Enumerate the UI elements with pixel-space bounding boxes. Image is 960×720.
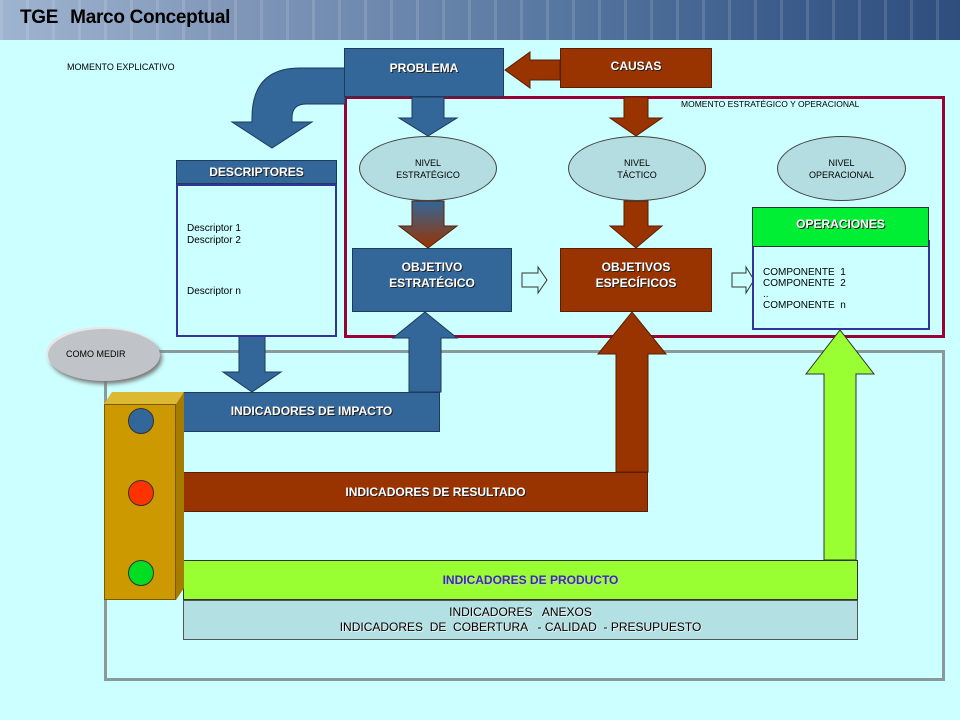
arrow-impacto-to-objetivo (391, 311, 459, 393)
oval-line: TÁCTICO (617, 169, 657, 180)
box-line: OBJETIVO (401, 260, 463, 274)
title-text: Marco Conceptual (70, 7, 231, 28)
componentes-panel: COMPONENTE 1 COMPONENTE 2 .. COMPONENTE … (752, 240, 930, 330)
objetivos-especificos-box: OBJETIVOS ESPECÍFICOS (560, 248, 712, 312)
oval-line: NIVEL (414, 157, 441, 168)
green-light-icon (128, 560, 154, 586)
indicadores-resultado-bar: INDICADORES DE RESULTADO (183, 472, 648, 512)
box-line: ESTRATÉGICO (389, 276, 475, 290)
objetivo-estrategico-box: OBJETIVO ESTRATÉGICO (352, 248, 512, 312)
como-medir-cloud (48, 329, 160, 381)
oval-line: NIVEL (828, 157, 855, 168)
momento-estrategico-label: MOMENTO ESTRATÉGICO Y OPERACIONAL (681, 99, 860, 109)
anexos-line: INDICADORES DE COBERTURA - CALIDAD - PRE… (339, 620, 702, 634)
descriptor-item: Descriptor 2 (187, 235, 241, 246)
descriptor-item: Descriptor n (187, 286, 241, 297)
problema-box: PROBLEMA (344, 48, 504, 97)
blue-light-icon (128, 408, 154, 434)
oval-line: ESTRATÉGICO (396, 169, 460, 180)
momento-explicativo-label: MOMENTO EXPLICATIVO (67, 62, 175, 72)
indicadores-producto-bar: INDICADORES DE PRODUCTO (183, 560, 858, 600)
indicadores-anexos-bar: INDICADORES ANEXOS INDICADORES DE COBERT… (183, 600, 858, 640)
oval-line: NIVEL (623, 157, 650, 168)
title-bar-decoration (0, 0, 960, 40)
slide-title: TGE Marco Conceptual (20, 7, 230, 29)
operaciones-header: OPERACIONES (752, 207, 929, 247)
box-line: ESPECÍFICOS (595, 276, 677, 290)
tge-label: TGE (20, 7, 59, 28)
descriptores-header: DESCRIPTORES (176, 160, 337, 184)
componente-item: COMPONENTE 2 (763, 278, 846, 289)
como-medir-label: COMO MEDIR (66, 349, 126, 359)
traffic-light-top (104, 392, 184, 404)
descriptores-panel: Descriptor 1 Descriptor 2 Descriptor n (176, 184, 337, 337)
arrow-descriptores-to-impacto (221, 335, 283, 393)
indicadores-impacto-bar: INDICADORES DE IMPACTO (183, 392, 440, 432)
arrow-producto-to-operaciones (804, 329, 876, 561)
nivel-estrategico-oval: NIVEL ESTRATÉGICO (359, 136, 497, 201)
componente-item: .. (763, 289, 769, 300)
nivel-tactico-oval: NIVEL TÁCTICO (568, 136, 706, 201)
componente-item: COMPONENTE n (763, 300, 846, 311)
arrow-causas-to-problema (504, 51, 561, 89)
title-bar: TGE Marco Conceptual (0, 0, 960, 40)
componente-item: COMPONENTE 1 (763, 267, 846, 278)
arrow-objetivo-to-objetivos (521, 265, 548, 295)
oval-line: OPERACIONAL (808, 169, 875, 180)
arrow-causas-to-nivel (608, 96, 664, 137)
arrow-resultado-to-objetivos (596, 311, 668, 473)
causas-box: CAUSAS (560, 48, 712, 88)
arrow-nivel-to-objetivo (397, 200, 459, 249)
arrow-objetivos-to-componentes (731, 265, 755, 295)
traffic-light (104, 392, 184, 600)
descriptor-item: Descriptor 1 (187, 223, 241, 234)
arrow-problema-to-nivel (397, 96, 459, 137)
curved-arrow-to-descriptores (230, 67, 346, 149)
nivel-operacional-oval: NIVEL OPERACIONAL (777, 136, 906, 201)
arrow-nivel-to-objetivos (608, 200, 664, 249)
red-light-icon (128, 480, 154, 506)
traffic-light-side (176, 392, 184, 600)
anexos-line: INDICADORES ANEXOS (449, 605, 592, 619)
box-line: OBJETIVOS (601, 260, 671, 274)
